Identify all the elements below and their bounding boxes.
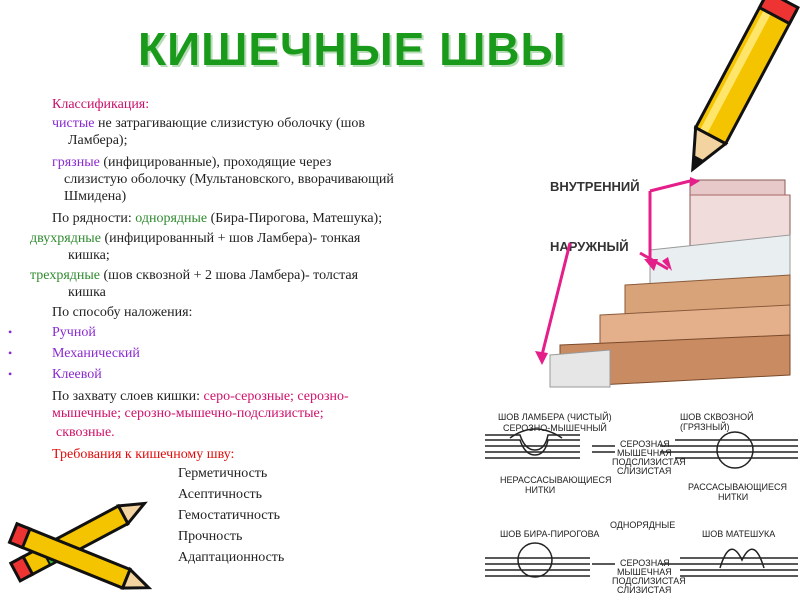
diagram-label-abs-2: НИТКИ — [718, 492, 749, 502]
diagram-label-muscular-2: МЫШЕЧНАЯ — [617, 567, 672, 577]
method-item: •Механический — [8, 346, 140, 361]
diagram-label-sero-musc: СЕРОЗНО-МЫШЕЧНЫЙ — [503, 423, 607, 433]
clean-line-2: Ламбера); — [68, 133, 128, 148]
diagram-label-nonabs-2: НИТКИ — [525, 485, 556, 495]
rows-single-term: однорядные — [135, 211, 208, 226]
requirement-item: Адаптационность — [178, 550, 285, 565]
clean-term: чистые — [52, 116, 95, 131]
diagram-label-lambert: ШОВ ЛАМБЕРА (ЧИСТЫЙ) — [498, 412, 612, 422]
requirement-item: Асептичность — [178, 487, 263, 502]
method-label: Клеевой — [52, 367, 102, 382]
pencil-top-right-icon — [691, 0, 800, 173]
layers-line-3: сквозные. — [56, 425, 115, 440]
label-inner: ВНУТРЕННИЙ — [550, 179, 640, 194]
method-label: Ручной — [52, 325, 96, 340]
triple-line-2: кишка — [68, 285, 106, 300]
diagram-label-abs-1: РАССАСЫВАЮЩИЕСЯ — [688, 482, 787, 492]
requirement-item: Гемостатичность — [178, 508, 281, 523]
double-term: двухрядные — [30, 231, 101, 246]
requirements-heading: Требования к кишечному шву: — [52, 447, 235, 462]
method-label: Механический — [52, 346, 140, 361]
diagram-label-submucous: ПОДСЛИЗИСТАЯ — [612, 457, 686, 467]
double-line-2: кишка; — [68, 248, 110, 263]
dirty-term: грязные — [52, 155, 100, 170]
diagram-label-mucous: СЛИЗИСТАЯ — [617, 466, 672, 476]
triple-desc-1: (шов сквозной + 2 шова Ламбера)- толстая — [100, 268, 359, 283]
layers-line-2: мышечные; серозно-мышечно-подслизистые; — [52, 406, 324, 421]
method-item: •Клеевой — [8, 367, 102, 382]
requirement-item: Прочность — [178, 529, 243, 544]
diagram-label-single-row: ОДНОРЯДНЫЕ — [610, 520, 676, 530]
method-heading: По способу наложения: — [52, 305, 193, 320]
rows-prefix: По рядности: — [52, 211, 136, 226]
rows-single-desc: (Бира-Пирогова, Матешука); — [207, 211, 383, 226]
double-line-1: двухрядные (инфицированный + шов Ламбера… — [30, 230, 360, 247]
diagram-label-serous: СЕРОЗНАЯ — [620, 439, 670, 449]
page-title: КИШЕЧНЫЕ ШВЫ — [138, 23, 567, 75]
diagram-label-through: ШОВ СКВОЗНОЙ (ГРЯЗНЫЙ) — [680, 412, 754, 432]
double-desc-1: (инфицированный + шов Ламбера)- тонкая — [100, 231, 361, 246]
method-item: •Ручной — [8, 325, 96, 340]
dirty-line-2: слизистую оболочку (Мультановского, ввор… — [64, 172, 394, 187]
layers-prefix: По захвату слоев кишки: — [52, 389, 204, 404]
diagram-label-nonabs-1: НЕРАССАСЫВАЮЩИЕСЯ — [500, 475, 612, 485]
suture-diagrams — [485, 428, 798, 578]
layers-text-1: серо-серозные; серозно- — [203, 389, 349, 404]
diagram-label-muscular: МЫШЕЧНАЯ — [617, 448, 672, 458]
diagram-label-bira: ШОВ БИРА-ПИРОГОВА — [500, 529, 600, 539]
label-arrows — [535, 177, 700, 365]
diagram-label-mucous-2: СЛИЗИСТАЯ — [617, 585, 672, 595]
requirement-item: Герметичность — [178, 466, 268, 481]
clean-line-1: чистые не затрагивающие слизистую оболоч… — [52, 115, 365, 132]
diagram-label-submucous-2: ПОДСЛИЗИСТАЯ — [612, 576, 686, 586]
diagram-label-mateshuk: ШОВ МАТЕШУКА — [702, 529, 776, 539]
triple-term: трехрядные — [30, 268, 100, 283]
classification-heading: Классификация: — [52, 97, 150, 112]
pencils-bottom-left-icon — [7, 501, 153, 590]
dirty-line-1: грязные (инфицированные), проходящие чер… — [52, 154, 331, 171]
dirty-desc-1: (инфицированные), проходящие через — [99, 155, 332, 170]
intestine-wall-illustration — [549, 179, 791, 388]
clean-desc-1: не затрагивающие слизистую оболочку (шов — [94, 116, 365, 131]
diagram-label-serous-2: СЕРОЗНАЯ — [620, 558, 670, 568]
layers-line-1: По захвату слоев кишки: серо-серозные; с… — [52, 388, 349, 405]
triple-line-1: трехрядные (шов сквозной + 2 шова Ламбер… — [30, 267, 358, 284]
rows-line: По рядности: однорядные (Бира-Пирогова, … — [52, 210, 382, 227]
dirty-line-3: Шмидена) — [64, 189, 127, 204]
